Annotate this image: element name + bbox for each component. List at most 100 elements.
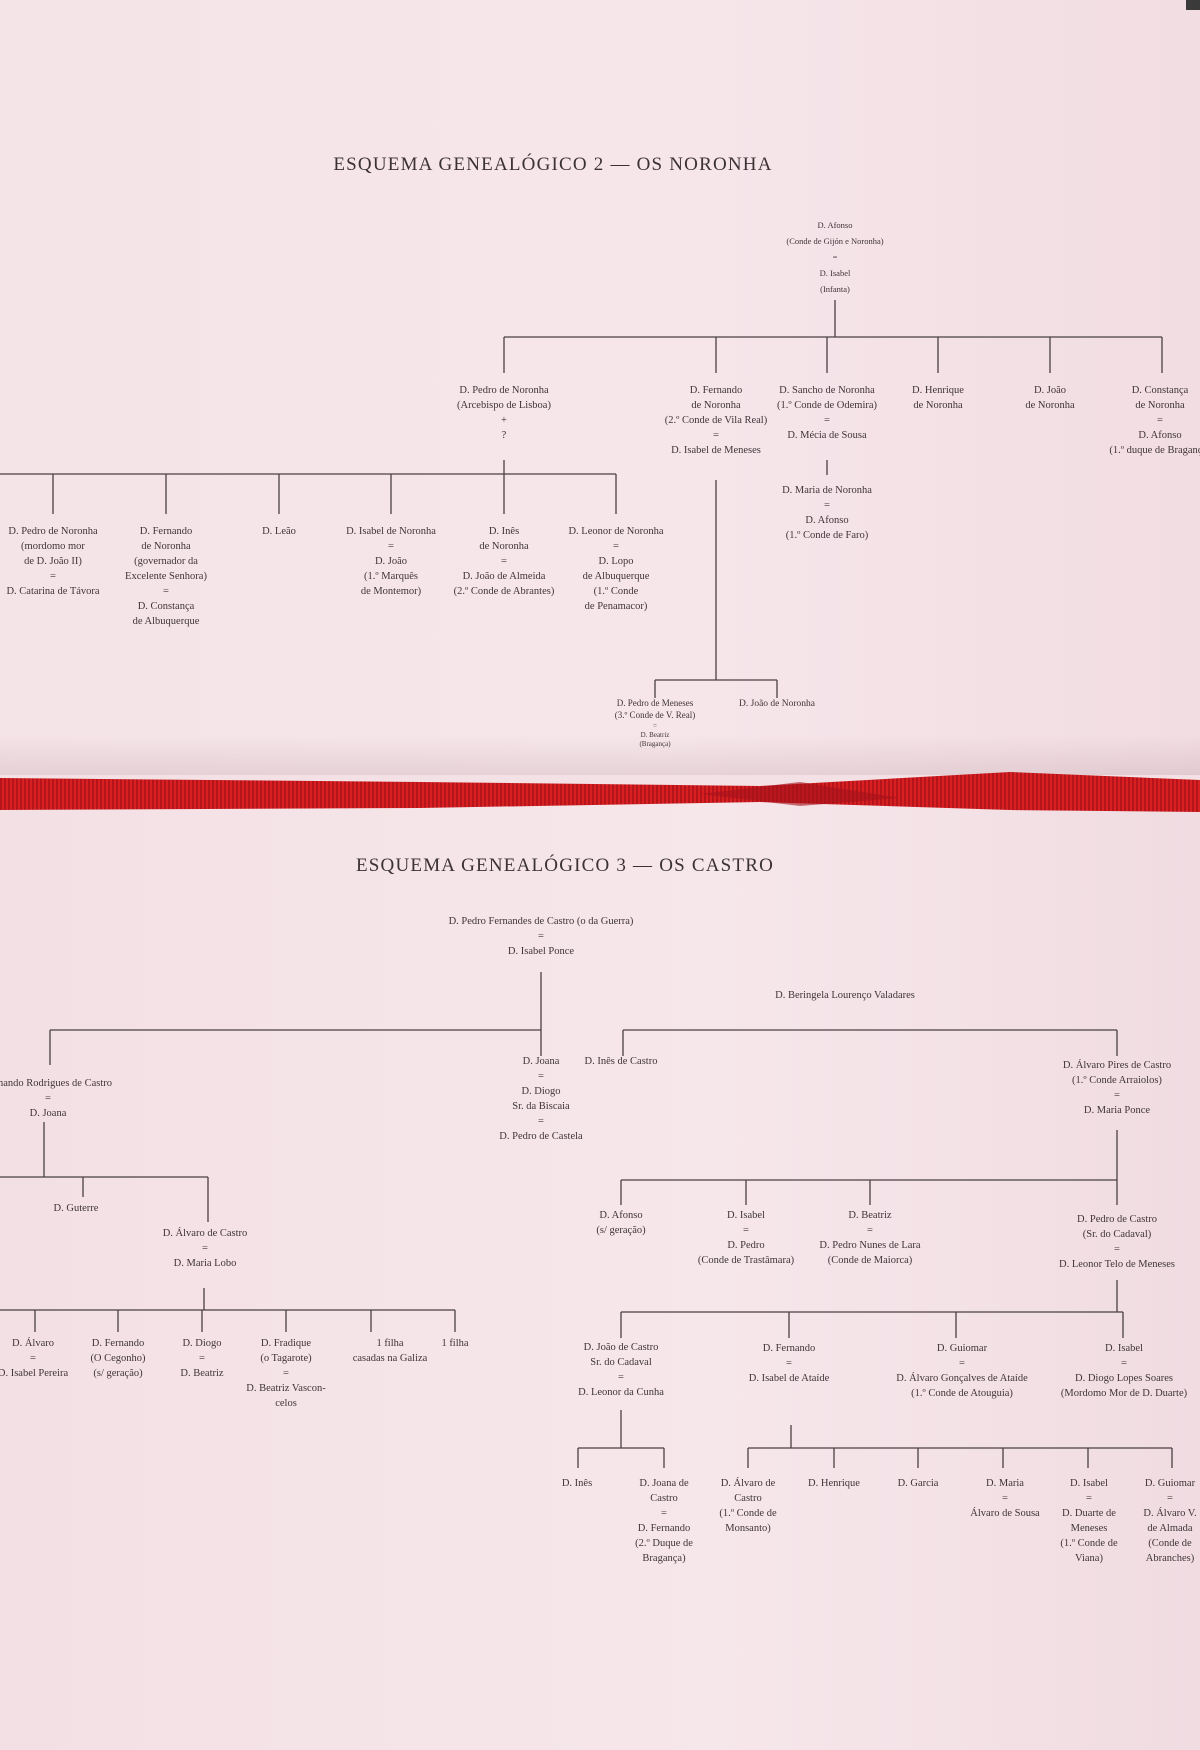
node-line: D. Isabel de Meneses (671, 445, 761, 456)
node-pedro-cadaval: D. Pedro de Castro(Sr. do Cadaval)=D. Le… (1059, 1212, 1175, 1272)
node-line: de Montemor) (360, 586, 422, 597)
node-line: D. João de Almeida (462, 571, 546, 582)
node-line: de Albuquerque (582, 571, 650, 582)
node-isabel-soares: D. Isabel=D. Diogo Lopes Soares(Mordomo … (1061, 1341, 1187, 1401)
node-line: D. Maria Ponce (1083, 1105, 1151, 1116)
node-line: D. Lopo (598, 556, 634, 567)
node-beringela: D. Beringela Lourenço Valadares (775, 988, 915, 1003)
node-line: = (388, 541, 394, 552)
node-line: Monsanto) (725, 1523, 771, 1534)
node-line: D. Guterre (53, 1203, 99, 1214)
node-line: Excelente Senhora) (125, 571, 207, 582)
node-line: D. Afonso (599, 1210, 643, 1221)
node-line: casadas na Galiza (352, 1353, 428, 1364)
node-line: D. Inês (488, 526, 520, 537)
node-line: Castro (650, 1493, 678, 1504)
node-line: = (1086, 1493, 1092, 1504)
node-line: de Noronha (691, 400, 741, 411)
node-line: D. Guiomar (936, 1343, 988, 1354)
node-line: D. João (374, 556, 408, 567)
node-line: D. Joana (522, 1056, 560, 1067)
node-isabel: D. Isabel de Noronha = D. João (1.º Marquês… (346, 524, 436, 599)
node-line: = (1157, 415, 1163, 426)
node-line: D. Beatriz (640, 731, 670, 739)
node-filha-2: 1 filha (441, 1336, 468, 1351)
node-line: celos (275, 1398, 297, 1409)
node-line: = (832, 252, 838, 262)
node-line: D. Inês (561, 1478, 593, 1489)
node-line: de Penamacor) (584, 601, 648, 612)
node-line: Álvaro de Sousa (970, 1508, 1040, 1519)
node-line: D. Álvaro de (720, 1478, 776, 1489)
node-line: de Noronha (1025, 400, 1075, 411)
node-line: D. Isabel (819, 268, 851, 278)
node-line: = (283, 1368, 289, 1379)
node-line: (Bragança) (639, 740, 671, 748)
node-line: D. Pedro Nunes de Lara (819, 1240, 921, 1251)
node-line: de Noronha (1135, 400, 1185, 411)
node-line: = (1121, 1358, 1127, 1369)
node-line: de Noronha (479, 541, 529, 552)
node-line: Castro (734, 1493, 762, 1504)
node-pedro-meneses: D. Pedro de Meneses (3.º Conde de V. Real… (615, 697, 695, 721)
node-line: D. Álvaro de Castro (162, 1228, 248, 1239)
node-isabel-trastamara: D. Isabel=D. Pedro(Conde de Trastâmara) (698, 1208, 794, 1268)
ribbon-twist (700, 782, 900, 806)
node-line: D. Constança (137, 601, 195, 612)
node-line: D. Beatriz (180, 1368, 224, 1379)
node-line: D. Isabel (1070, 1478, 1108, 1489)
page-fold-shadow (0, 735, 1200, 775)
node-line: = (661, 1508, 667, 1519)
node-line: (1.º Marquês (364, 571, 418, 582)
node-line: = (618, 1372, 624, 1383)
node-line: + (501, 415, 507, 426)
node-line: D. Duarte de (1062, 1508, 1116, 1519)
node-diogo: D. Diogo=D. Beatriz (180, 1336, 223, 1381)
node-line: = (202, 1243, 208, 1254)
node-line: = (501, 556, 507, 567)
node-line: D. Constança (1131, 385, 1189, 396)
node-line: D. Pedro de Meneses (616, 698, 694, 708)
node-sancho: D. Sancho de Noronha(1.º Conde de Odemir… (777, 383, 877, 443)
node-line: (mordomo mor (21, 541, 85, 552)
node-line: (2.º Conde de Abrantes) (453, 586, 555, 597)
node-line: (3.º Conde de V. Real) (614, 710, 696, 720)
node-line: D. Leonor Telo de Meneses (1059, 1259, 1175, 1270)
page-bottom (0, 800, 1200, 1750)
node-line: = (824, 500, 830, 511)
node-line: = (163, 586, 169, 597)
node-line: Fernando Rodrigues de Castro (0, 1078, 113, 1089)
node-leao: D. Leão (262, 524, 296, 539)
node-line: Sr. da Biscaia (512, 1101, 570, 1112)
node-line: D. Leão (262, 526, 296, 537)
node-line: (s/ geração) (596, 1225, 646, 1236)
node-line: (Conde de Gijón e Noronha) (786, 236, 884, 246)
node-line: (Infanta) (820, 284, 850, 294)
node-line: ? (501, 430, 507, 441)
node-line: = (45, 1093, 51, 1104)
node-line: D. Joana (29, 1108, 67, 1119)
node-line: D. Álvaro V. (1143, 1508, 1197, 1519)
node-line: D. Diogo (182, 1338, 222, 1349)
node-line: D. Isabel de Noronha (346, 526, 436, 537)
node-afonso-sg: D. Afonso (s/ geração) (596, 1208, 645, 1238)
node-maria: D. Maria de Noronha=D. Afonso(1.º Conde … (782, 483, 872, 543)
node-line: D. Fernando (689, 385, 743, 396)
node-line: D. Maria (986, 1478, 1024, 1489)
node-guiomar-2: D. Guiomar=D. Álvaro V.de Almada(Conde d… (1143, 1476, 1196, 1566)
node-line: D. Diogo (521, 1086, 561, 1097)
node-line: (s/ geração) (93, 1368, 143, 1379)
node-line: D. Afonso (817, 220, 853, 230)
node-afonso: D. Afonso (Conde de Gijón e Noronha) = D. I… (786, 217, 883, 297)
node-line: de Noronha (141, 541, 191, 552)
node-line: (Conde de Maiorca) (827, 1255, 913, 1266)
node-alvaro-pires: D. Álvaro Pires de Castro(1.º Conde Arra… (1063, 1058, 1171, 1118)
node-line: D. Pedro (727, 1240, 765, 1251)
node-line: D. Álvaro (11, 1338, 54, 1349)
node-line: (Conde de (1148, 1538, 1192, 1549)
